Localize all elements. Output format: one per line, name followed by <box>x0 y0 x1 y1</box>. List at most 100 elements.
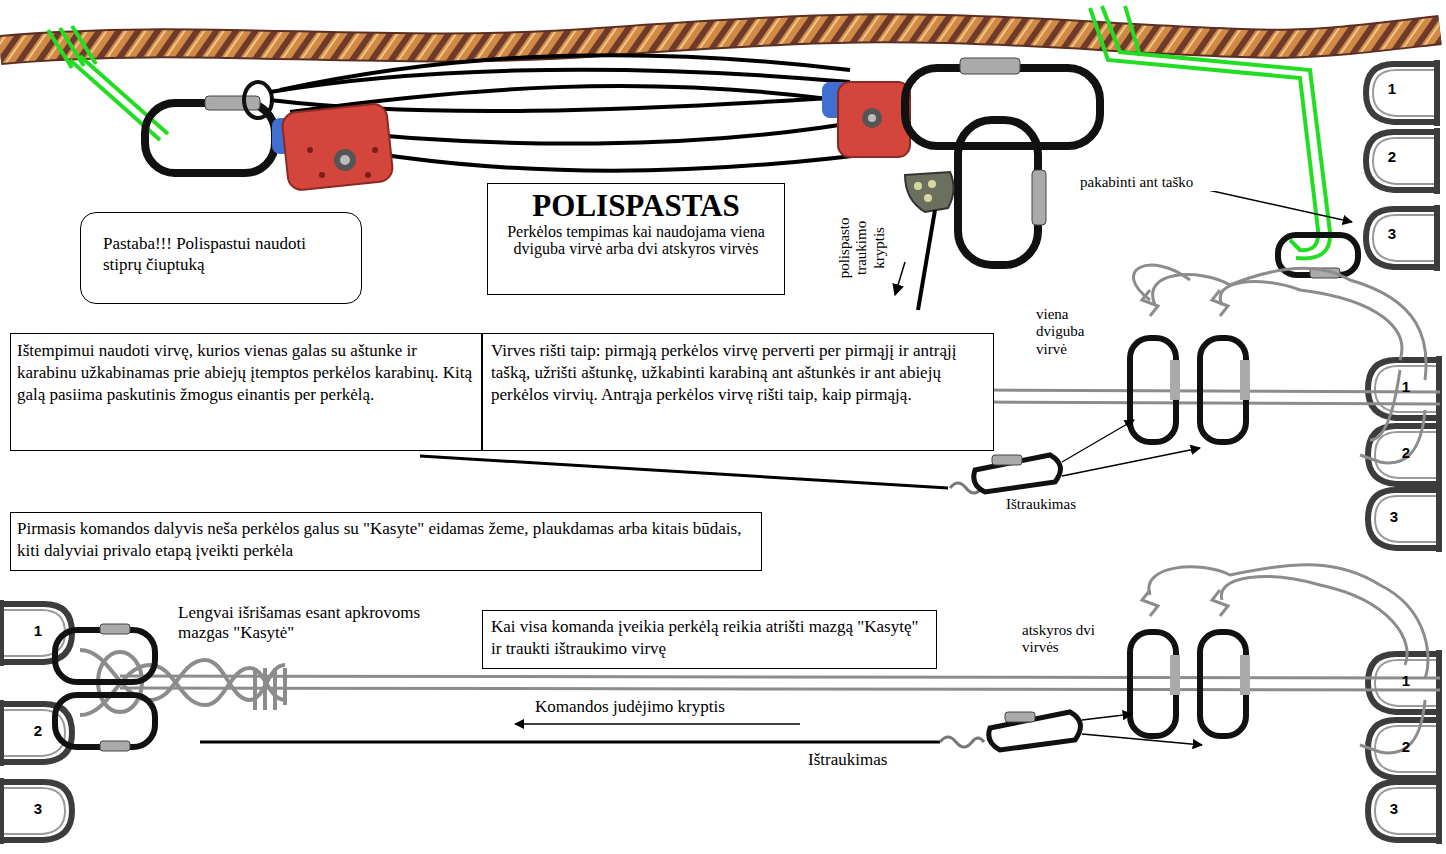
illustration-stroke <box>100 624 130 634</box>
illustration-stroke <box>1082 734 1202 745</box>
illustration-stroke <box>992 455 1022 465</box>
illustration-stroke <box>1062 420 1134 462</box>
illustration-stroke <box>1153 268 1426 380</box>
illustration-stroke <box>1240 360 1250 400</box>
illustration-stroke <box>365 172 371 178</box>
instruction-box: Pirmasis komandos dalyvis neša perkėlos … <box>10 512 762 571</box>
direction-label: Komandos judėjimo kryptis <box>535 697 815 717</box>
illustration-stroke <box>515 723 800 724</box>
illustration-stroke <box>1102 6 1330 258</box>
illustration-stroke <box>1170 655 1180 695</box>
illustration-stroke <box>0 778 72 844</box>
callout-number: 1 <box>1384 80 1400 97</box>
callout-number: 2 <box>1398 444 1414 461</box>
illustration-stroke <box>1142 290 1228 316</box>
illustration-stroke <box>918 210 935 310</box>
illustration-stroke <box>1240 655 1250 695</box>
illustration-stroke <box>255 668 285 710</box>
illustration-stroke <box>1130 632 1176 736</box>
title-box: POLISPASTASPerkėlos tempimas kai naudoja… <box>487 183 785 295</box>
illustration-stroke <box>958 120 1038 265</box>
title-text: POLISPASTAS <box>496 190 776 223</box>
body-text: Ištempimui naudoti virvę, kurios vienas … <box>17 340 475 406</box>
illustration-stroke <box>205 96 260 110</box>
callout-number: 1 <box>1398 378 1414 395</box>
illustration-stroke <box>905 68 1100 146</box>
illustration-stroke <box>1200 632 1246 736</box>
illustration-stroke <box>1366 128 1440 194</box>
instruction-box: Kai visa komanda įveikia perkėlą reikia … <box>482 610 937 669</box>
illustration-stroke <box>1142 290 1228 316</box>
illustration-stroke <box>420 456 948 488</box>
body-text: Pirmasis komandos dalyvis neša perkėlos … <box>17 518 755 562</box>
illustration-stroke <box>1125 6 1140 56</box>
illustration-stroke <box>928 180 936 188</box>
illustration-stroke <box>1360 410 1425 463</box>
body-text: Pastaba!!! Polispastui naudoti stiprų či… <box>103 233 343 276</box>
instruction-box: Virves rišti taip: pirmąją perkėlos virv… <box>482 333 994 451</box>
illustration-stroke <box>989 712 1081 750</box>
illustration-stroke <box>319 172 325 178</box>
illustration-stroke <box>985 390 1440 392</box>
callout-number: 2 <box>30 722 46 739</box>
direction-label: polispasto traukimo kryptis <box>836 208 888 288</box>
illustration-stroke <box>1090 8 1318 250</box>
illustration-stroke <box>1221 577 1407 665</box>
body-text: Virves rišti taip: pirmąją perkėlos virv… <box>491 340 985 406</box>
callout-number: 2 <box>1398 738 1414 755</box>
illustration-stroke <box>120 565 1440 753</box>
illustration-stroke <box>1133 265 1190 300</box>
illustration-stroke <box>55 630 155 682</box>
part-label: atskyros dvi virvės <box>1022 622 1112 657</box>
illustration-stroke <box>340 155 350 165</box>
illustration-stroke <box>862 108 882 128</box>
illustration-stroke <box>1200 338 1246 442</box>
note-box: Pastaba!!! Polispastui naudoti stiprų či… <box>80 212 362 304</box>
part-label: Ištraukimas <box>808 750 918 770</box>
part-label: Ištraukimas <box>1006 496 1106 513</box>
illustration-stroke <box>145 103 275 173</box>
illustration-stroke <box>1208 190 1352 222</box>
illustration-stroke <box>1170 360 1180 400</box>
instruction-box: Ištempimui naudoti virvę, kurios vienas … <box>10 333 482 451</box>
illustration-stroke <box>985 402 1440 404</box>
illustration-stroke <box>1368 716 1442 782</box>
illustration-stroke <box>1130 338 1176 442</box>
body-text: Kai visa komanda įveikia perkėlą reikia … <box>491 616 928 660</box>
callout-number: 3 <box>1384 225 1400 242</box>
illustration-stroke <box>1368 486 1442 552</box>
illustration-stroke <box>200 741 940 744</box>
illustration-stroke <box>1368 356 1442 422</box>
illustration-stroke <box>1005 712 1035 722</box>
illustration-stroke <box>1366 205 1440 271</box>
part-label: pakabinti ant taško <box>1080 174 1220 191</box>
illustration-stroke <box>1360 700 1425 753</box>
illustration-stroke <box>281 103 394 192</box>
illustration-stroke <box>1370 370 1400 440</box>
callout-number: 1 <box>1398 672 1414 689</box>
callout-number: 3 <box>1386 508 1402 525</box>
illustration-stroke <box>55 695 155 747</box>
callout-number: 3 <box>30 800 46 817</box>
illustration-stroke <box>940 737 984 747</box>
illustration-stroke <box>280 55 850 90</box>
illustration-stroke <box>905 172 954 212</box>
illustration-stroke <box>1220 282 1402 360</box>
illustration-stroke <box>1082 714 1132 720</box>
illustration-stroke <box>924 194 932 202</box>
part-label: viena dviguba virvė <box>1036 306 1116 358</box>
illustration-stroke <box>868 114 876 122</box>
illustration-stroke <box>974 455 1061 492</box>
illustration-stroke <box>334 149 356 171</box>
callout-number: 1 <box>30 622 46 639</box>
illustration-stroke <box>1368 778 1442 844</box>
callout-number: 2 <box>1384 148 1400 165</box>
illustration-stroke <box>914 182 922 190</box>
callout-number: 3 <box>1386 800 1402 817</box>
illustration-stroke <box>0 28 1440 50</box>
illustration-stroke <box>1142 590 1228 616</box>
illustration-stroke <box>372 147 378 153</box>
illustration-stroke <box>0 28 1440 50</box>
illustration-stroke <box>1368 422 1442 488</box>
illustration-stroke <box>895 262 905 295</box>
